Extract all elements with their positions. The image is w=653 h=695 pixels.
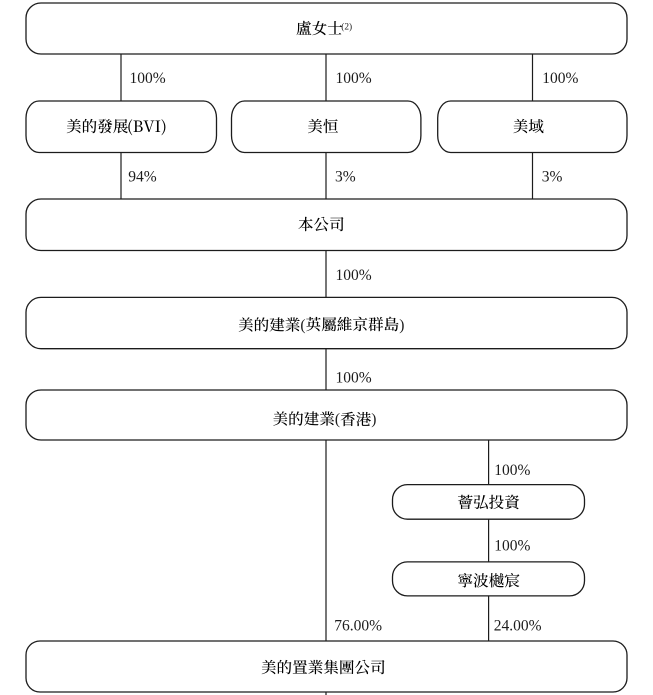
- svg-text:(2): (2): [341, 21, 352, 32]
- svg-text:100%: 100%: [336, 267, 372, 284]
- svg-text:100%: 100%: [494, 462, 530, 479]
- svg-text:94%: 94%: [128, 168, 157, 185]
- svg-text:76.00%: 76.00%: [334, 617, 382, 634]
- svg-text:100%: 100%: [336, 70, 372, 87]
- svg-text:(: (: [335, 411, 340, 428]
- svg-text:): ): [399, 317, 404, 334]
- svg-text:3%: 3%: [542, 168, 563, 185]
- svg-text:100%: 100%: [494, 537, 530, 554]
- svg-text:(: (: [300, 317, 305, 334]
- svg-text:): ): [371, 411, 376, 428]
- svg-text:3%: 3%: [335, 168, 356, 185]
- svg-text:100%: 100%: [336, 370, 372, 387]
- svg-text:100%: 100%: [130, 70, 166, 87]
- svg-text:24.00%: 24.00%: [494, 617, 542, 634]
- svg-text:100%: 100%: [542, 70, 578, 87]
